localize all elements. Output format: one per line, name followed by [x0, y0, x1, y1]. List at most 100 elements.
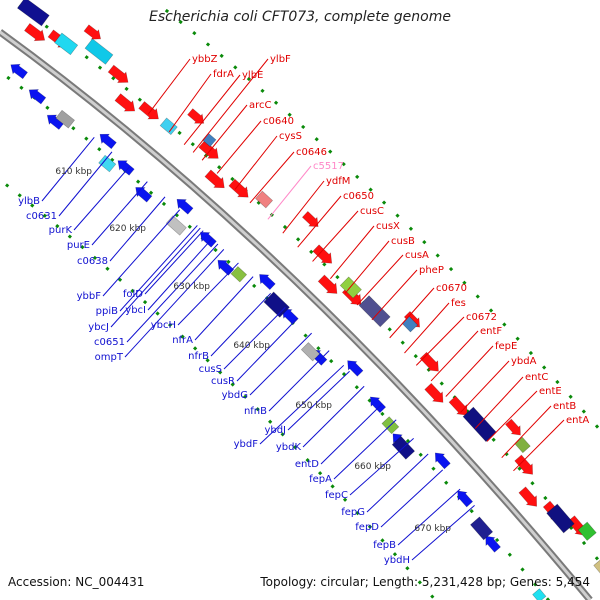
reverse-gene-arrow-shape [457, 490, 474, 508]
tick-outer-left [130, 288, 135, 294]
tick-outer-left [92, 255, 98, 261]
gene-label-ylbf[interactable]: ylbF [270, 54, 291, 65]
gene-label-ybci[interactable]: ybcI [125, 305, 146, 316]
tick-outer-right [568, 394, 573, 399]
gene-label-entf[interactable]: entF [480, 326, 502, 337]
gene-label-ybbf[interactable]: ybbF [77, 291, 102, 302]
backbone-fill [0, 30, 592, 600]
gene-label-c0640[interactable]: c0640 [263, 116, 294, 127]
gene-label-fepd[interactable]: fepD [355, 522, 379, 533]
gene-label-ente[interactable]: entE [539, 386, 562, 397]
gene-label-cusx[interactable]: cusX [376, 221, 400, 232]
feature-block [16, 0, 50, 27]
leader-line-left [126, 243, 219, 343]
gene-label-fepe[interactable]: fepE [495, 341, 517, 352]
tick-outer-right [164, 8, 170, 14]
tick-outer-right [219, 53, 224, 58]
gene-label-ybch[interactable]: ybcH [151, 320, 176, 331]
gene-label-ppib[interactable]: ppiB [96, 306, 118, 317]
gene-label-entc[interactable]: entC [525, 372, 548, 383]
gene-label-ybbz[interactable]: ybbZ [192, 54, 218, 65]
gene-label-cusa[interactable]: cusA [405, 250, 429, 261]
gene-label-nfra[interactable]: nfrA [172, 335, 193, 346]
gene-label-ybdg[interactable]: ybdG [222, 390, 248, 401]
gene-label-ybdf[interactable]: ybdF [234, 439, 259, 450]
gene-label-fdra[interactable]: fdrA [213, 69, 234, 80]
gene-label-c0638[interactable]: c0638 [77, 256, 108, 267]
gene-label-c0651[interactable]: c0651 [94, 337, 125, 348]
leader-line-right [430, 330, 479, 382]
tick-outer-right [594, 424, 600, 429]
gene-label-c0646[interactable]: c0646 [296, 147, 327, 158]
gene-label-fepg[interactable]: fepG [341, 507, 365, 518]
tick-inner-right [177, 130, 182, 136]
tick-outer-left [30, 203, 35, 208]
gene-label-arcc[interactable]: arcC [249, 100, 272, 111]
gene-label-fepa[interactable]: fepA [309, 474, 332, 485]
gene-label-fepc[interactable]: fepC [325, 490, 348, 501]
feature-block-shape [514, 436, 531, 454]
tick-outer-left [205, 358, 210, 363]
tick-inner-right [84, 55, 89, 60]
tick-inner-right [217, 165, 222, 170]
feature-block [532, 588, 547, 600]
feature-block-shape [300, 342, 321, 362]
reverse-gene-arrow [347, 360, 364, 377]
ruler-mark-630: 630 kbp [173, 282, 210, 292]
tick-inner-right [309, 249, 314, 254]
tick-inner-left [329, 359, 334, 364]
gene-label-cyss[interactable]: cysS [279, 131, 302, 142]
gene-label-ybdk[interactable]: ybdK [276, 442, 302, 453]
gene-label-cuss[interactable]: cusS [199, 364, 222, 375]
gene-label-ylbe[interactable]: ylbE [242, 70, 263, 81]
leader-line-left [102, 209, 181, 297]
forward-gene-arrow [138, 101, 159, 120]
gene-features [10, 0, 600, 600]
gene-label-fes[interactable]: fes [451, 298, 466, 309]
leader-line-right [249, 151, 295, 204]
gene-label-nfnb[interactable]: nfnB [244, 406, 267, 417]
tick-inner-left [418, 452, 423, 457]
gene-label-ybcj[interactable]: ybcJ [88, 322, 109, 333]
reverse-gene-arrow-shape [28, 89, 47, 105]
feature-block [593, 558, 600, 576]
gene-label-ybda[interactable]: ybdA [511, 356, 537, 367]
leader-line-right [474, 376, 524, 429]
gene-label-c0650[interactable]: c0650 [343, 191, 374, 202]
gene-label-c0631[interactable]: c0631 [26, 211, 57, 222]
gene-label-pure[interactable]: purE [67, 240, 90, 251]
gene-label-cusr[interactable]: cusR [211, 376, 235, 387]
gene-label-entd[interactable]: entD [295, 459, 319, 470]
leader-line-left [287, 370, 350, 431]
leader-line-right [513, 419, 565, 472]
tick-outer-left [367, 524, 373, 529]
gene-label-nfrb[interactable]: nfrB [188, 351, 209, 362]
leader-line-right [267, 165, 312, 220]
gene-label-c0670[interactable]: c0670 [436, 283, 467, 294]
tick-outer-right [178, 19, 183, 25]
gene-label-enta[interactable]: entA [566, 415, 589, 426]
feature-block [84, 38, 114, 65]
gene-label-fold[interactable]: folD [123, 289, 143, 300]
gene-label-ompt[interactable]: ompT [95, 352, 124, 363]
gene-label-ybdh[interactable]: ybdH [384, 555, 410, 566]
forward-gene-arrow-shape [301, 210, 319, 227]
gene-label-cusb[interactable]: cusB [391, 236, 415, 247]
reverse-gene-arrow [457, 490, 474, 508]
leader-line-right [168, 73, 212, 133]
gene-label-c5517[interactable]: c5517 [313, 161, 344, 172]
gene-label-ylbb[interactable]: ylbB [18, 196, 40, 207]
gene-label-cusc[interactable]: cusC [360, 206, 384, 217]
gene-label-fepb[interactable]: fepB [373, 540, 396, 551]
gene-label-ydfm[interactable]: ydfM [326, 176, 350, 187]
tick-inner-left [495, 537, 500, 543]
gene-label-c0672[interactable]: c0672 [466, 312, 497, 323]
gene-label-purk[interactable]: purK [49, 225, 73, 236]
gene-label-entb[interactable]: entB [553, 401, 576, 412]
tick-outer-left [42, 213, 47, 218]
forward-gene-arrow [301, 210, 319, 227]
gene-label-ybdj[interactable]: ybdJ [264, 425, 286, 436]
gene-label-phep[interactable]: pheP [419, 265, 444, 276]
tick-inner-left [148, 190, 154, 195]
tick-inner-left [545, 597, 551, 600]
